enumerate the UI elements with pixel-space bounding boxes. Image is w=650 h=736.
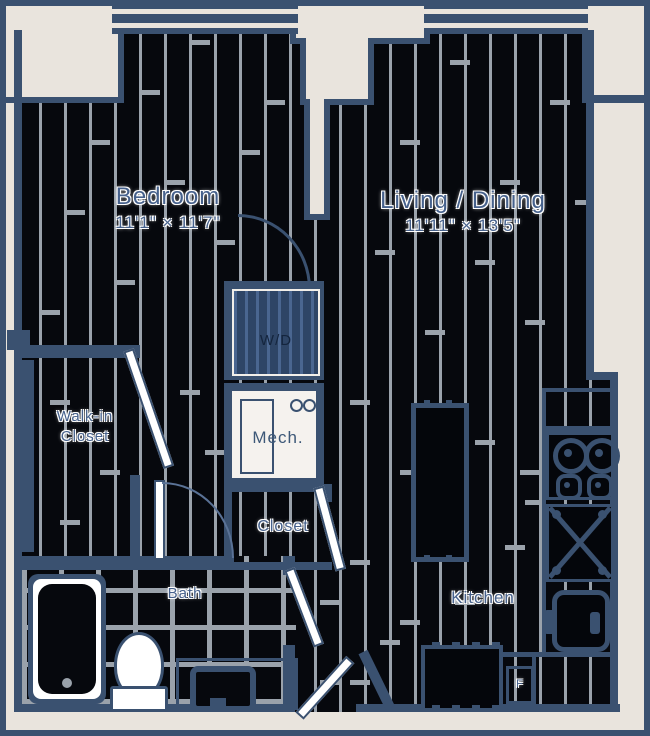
counter-edge-vertical xyxy=(542,390,546,655)
pier-middle-stem xyxy=(306,4,368,99)
vanity-faucet xyxy=(210,698,226,706)
right-exterior-wall-lower xyxy=(610,380,618,712)
mech-valve-1 xyxy=(290,399,303,412)
burner-small-1-center xyxy=(564,482,570,488)
mech-valve-2 xyxy=(303,399,316,412)
wic-rod xyxy=(22,360,34,552)
wic-label-line2: Closet xyxy=(60,428,110,445)
left-exterior-wall xyxy=(14,30,22,712)
fridge-tick xyxy=(492,705,500,711)
fridge-marker-label: F xyxy=(516,678,524,690)
closet-wall-bottom xyxy=(224,562,332,570)
counter-stub-wall xyxy=(532,657,536,709)
pier-left xyxy=(4,4,118,97)
burner-large-2-center xyxy=(595,449,603,457)
counter-edge-bottom xyxy=(500,652,616,657)
fridge-tick xyxy=(472,642,480,648)
living-dims: 11'11" × 13'5" xyxy=(405,216,521,235)
island-tick xyxy=(424,400,430,407)
bedroom-label: Bedroom xyxy=(115,183,221,210)
fridge-tick xyxy=(472,705,480,711)
closet-wall-right-stub xyxy=(324,484,332,502)
burner-small-2-center xyxy=(595,482,601,488)
closet-label: Closet xyxy=(257,518,309,535)
fridge-marker-box xyxy=(506,666,534,704)
fridge-tick xyxy=(432,642,440,648)
island-tick xyxy=(446,555,452,562)
fridge-tick xyxy=(452,705,460,711)
mech-label: Mech. xyxy=(252,428,304,447)
fridge-tick xyxy=(492,642,500,648)
bath-label: Bath xyxy=(167,585,203,602)
bath-hall-wall-lower xyxy=(283,645,295,712)
refrigerator-icon xyxy=(421,645,503,712)
counter-edge-top xyxy=(542,388,618,392)
bathtub-basin xyxy=(38,584,96,694)
living-window xyxy=(424,6,588,34)
dishwasher-icon xyxy=(552,590,610,652)
island-tick xyxy=(424,555,430,562)
kitchen-label: Kitchen xyxy=(451,588,515,607)
fridge-tick xyxy=(452,642,460,648)
bedroom-window xyxy=(112,6,298,34)
burner-small-2 xyxy=(587,474,613,500)
right-margin-lower xyxy=(618,380,644,712)
bottom-margin xyxy=(6,712,644,730)
closet-wall-top xyxy=(224,484,332,492)
burner-large-2 xyxy=(584,438,620,474)
fridge-tick xyxy=(432,705,440,711)
left-margin xyxy=(6,6,14,730)
bathtub-drain xyxy=(62,678,72,688)
right-wall-jog xyxy=(586,372,618,380)
right-margin-upper xyxy=(594,95,644,380)
dishwasher-handle xyxy=(544,610,556,634)
wic-wall-top xyxy=(22,345,140,358)
mech-unit xyxy=(240,399,274,474)
wic-wall-right xyxy=(130,475,140,560)
sink-corner-2 xyxy=(598,510,607,519)
toilet-tank xyxy=(110,686,168,712)
island-tick xyxy=(446,400,452,407)
burner-large-1-center xyxy=(564,449,572,457)
bedroom-living-wall-core xyxy=(310,99,324,214)
kitchen-island xyxy=(411,403,469,562)
bedroom-dims: 11'1" × 11'7" xyxy=(115,213,221,232)
sink-corner-4 xyxy=(598,566,607,575)
sink-corner-1 xyxy=(552,510,561,519)
burner-small-1 xyxy=(556,474,582,500)
pier-right xyxy=(588,4,646,95)
dishwasher-latch xyxy=(590,612,600,634)
laundry-label: W/D xyxy=(259,332,293,349)
living-label: Living / Dining xyxy=(380,187,546,214)
washer-dryer-icon xyxy=(232,289,320,376)
wic-wall-bottom xyxy=(22,556,234,570)
wic-label-line1: Walk-in xyxy=(56,408,114,425)
right-exterior-wall-upper xyxy=(586,30,594,380)
sink-corner-3 xyxy=(552,566,561,575)
